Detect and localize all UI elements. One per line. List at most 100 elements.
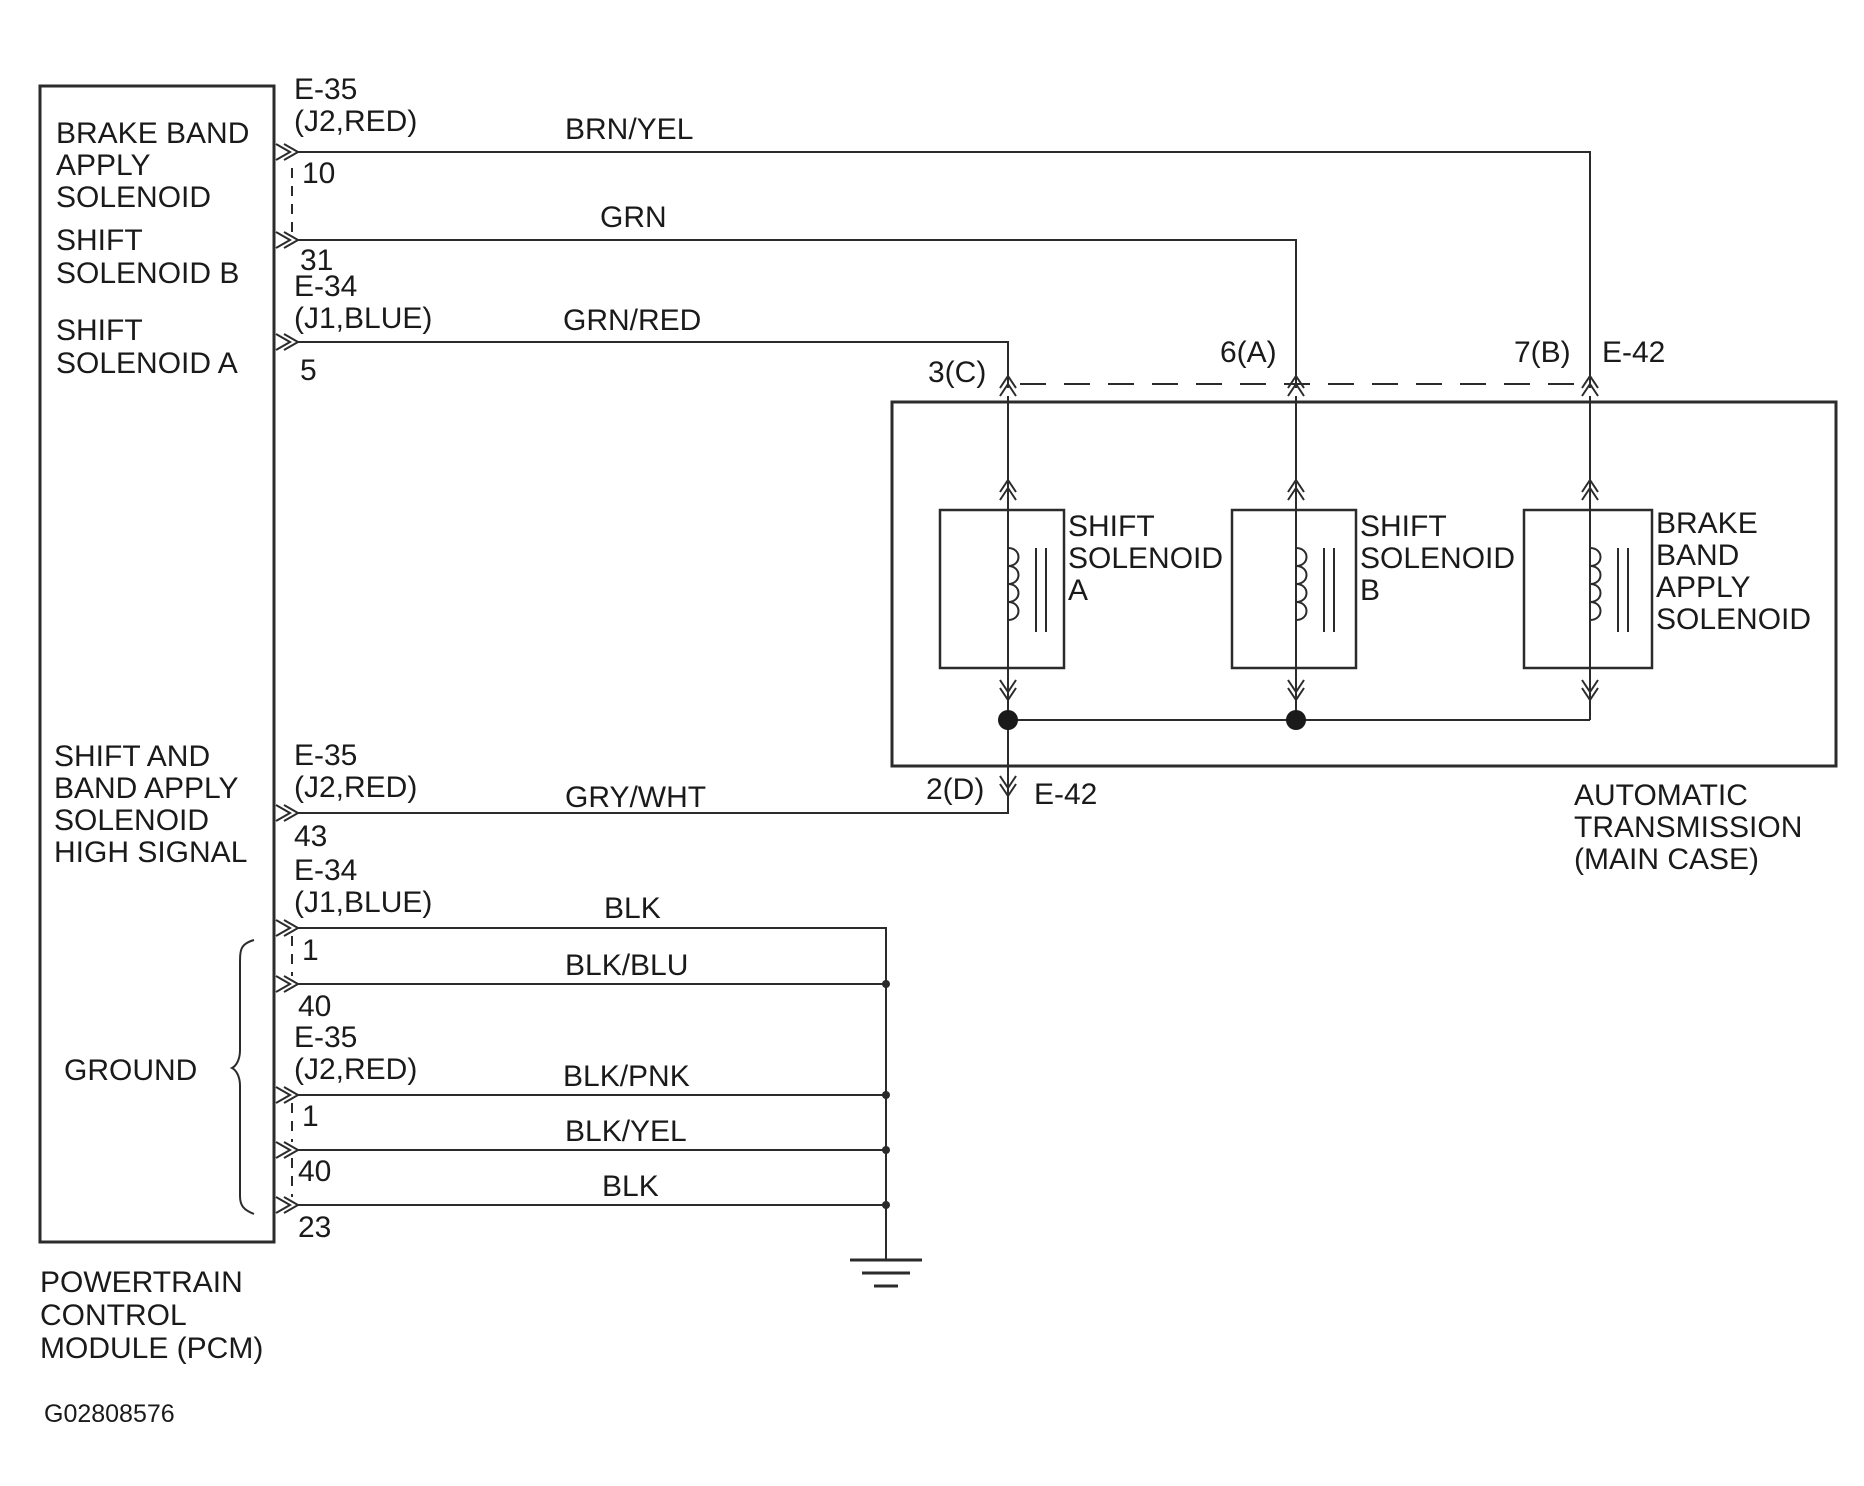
wire-brn-yel xyxy=(298,151,1591,388)
sol-brake-line4: SOLENOID xyxy=(1656,603,1811,636)
core-icon xyxy=(1323,548,1335,632)
sol-a-line1: SHIFT xyxy=(1068,510,1155,543)
chevron-pin-1a xyxy=(275,919,301,937)
pin-23: 23 xyxy=(298,1211,331,1244)
pcm-label-high-signal-line3: SOLENOID xyxy=(54,804,209,837)
core-icon xyxy=(1617,548,1629,632)
pin-43: 43 xyxy=(294,820,327,853)
connector-e34-gnd-desc: (J1,BLUE) xyxy=(294,886,432,919)
connector-e35-top-desc: (J2,RED) xyxy=(294,105,417,138)
pin-10: 10 xyxy=(302,157,335,190)
transmission-case-title: AUTOMATIC TRANSMISSION (MAIN CASE) xyxy=(1574,779,1802,876)
ground-icon xyxy=(850,1258,922,1288)
figure-id: G02808576 xyxy=(44,1400,175,1428)
sol-brake-line1: BRAKE xyxy=(1656,507,1758,540)
pcm-module-box xyxy=(38,84,276,1244)
trans-pin-b: 7(B) xyxy=(1514,336,1571,369)
connector-e35-gnd: E-35 (J2,RED) xyxy=(294,1021,417,1086)
sol-a-line3: A xyxy=(1068,574,1088,607)
wire-grn-red xyxy=(298,341,1009,388)
connector-e35-top-id: E-35 xyxy=(294,73,357,106)
connector-e34-mid: E-34 (J1,BLUE) xyxy=(294,270,432,335)
wire-label-gry-wht: GRY/WHT xyxy=(565,781,706,814)
wire-grn xyxy=(298,239,1297,388)
wire-label-blk-pnk: BLK/PNK xyxy=(563,1060,690,1093)
coil-icon xyxy=(1589,547,1602,621)
wire-label-blk-1: BLK xyxy=(604,892,661,925)
splice-a xyxy=(998,710,1018,730)
chevron-e42-d xyxy=(999,775,1017,798)
trans-e42-bottom: E-42 xyxy=(1034,778,1097,811)
chevron-pin-23 xyxy=(275,1196,301,1214)
pcm-label-high-signal-line1: SHIFT AND xyxy=(54,740,210,773)
case-title-line3: (MAIN CASE) xyxy=(1574,843,1759,876)
connector-e34-gnd-id: E-34 xyxy=(294,854,357,887)
connector-e35-top: E-35 (J2,RED) xyxy=(294,73,417,138)
pin-1b: 1 xyxy=(302,1100,319,1133)
chevron-pin-31 xyxy=(275,231,301,249)
pin-40a: 40 xyxy=(298,990,331,1023)
pcm-label-ground: GROUND xyxy=(64,1054,197,1087)
pcm-title-line1: POWERTRAIN xyxy=(40,1266,243,1299)
pcm-label-brake-band-line3: SOLENOID xyxy=(56,181,211,214)
case-title-line1: AUTOMATIC xyxy=(1574,779,1748,812)
pcm-label-shift-a: SHIFT SOLENOID A xyxy=(56,314,238,380)
sol-b-line3: B xyxy=(1360,574,1380,607)
pcm-label-brake-band-line2: APPLY xyxy=(56,149,151,182)
case-title-line2: TRANSMISSION xyxy=(1574,811,1802,844)
sol-b-line2: SOLENOID xyxy=(1360,542,1515,575)
sol-a-line2: SOLENOID xyxy=(1068,542,1223,575)
pin-5: 5 xyxy=(300,354,317,387)
pcm-label-high-signal-line2: BAND APPLY xyxy=(54,772,239,805)
splice-b xyxy=(1286,710,1306,730)
wire-label-grn: GRN xyxy=(600,201,667,234)
ground-splice-4 xyxy=(882,1201,890,1209)
chevron-pin-5 xyxy=(275,333,301,351)
pcm-title-line2: CONTROL xyxy=(40,1299,187,1332)
pin-31: 31 xyxy=(300,244,333,277)
wire-label-blk-yel: BLK/YEL xyxy=(565,1115,687,1148)
shift-solenoid-b: SHIFT SOLENOID B xyxy=(1230,508,1515,670)
connector-e35-high: E-35 (J2,RED) xyxy=(294,739,417,804)
wire-label-blk-2: BLK xyxy=(602,1170,659,1203)
sol-b-line1: SHIFT xyxy=(1360,510,1447,543)
connector-e34-gnd: E-34 (J1,BLUE) xyxy=(294,854,432,919)
sol-brake-line2: BAND xyxy=(1656,539,1739,572)
chevron-e42-a xyxy=(1287,374,1305,397)
connector-e34-mid-desc: (J1,BLUE) xyxy=(294,302,432,335)
chevron-pin-43 xyxy=(275,804,301,822)
brake-band-apply-solenoid: BRAKE BAND APPLY SOLENOID xyxy=(1522,507,1811,670)
transmission-case-box xyxy=(890,400,1838,768)
ground-splice-1 xyxy=(882,980,890,988)
shift-solenoid-a: SHIFT SOLENOID A xyxy=(938,508,1223,670)
connector-e34-mid-id: E-34 xyxy=(294,270,357,303)
pcm-label-brake-band-line1: BRAKE BAND xyxy=(56,117,249,150)
pcm-label-brake-band: BRAKE BAND APPLY SOLENOID xyxy=(56,117,249,214)
ground-splice-2 xyxy=(882,1091,890,1099)
pcm-label-shift-a-line1: SHIFT xyxy=(56,314,143,347)
pcm-label-shift-b-line1: SHIFT xyxy=(56,224,143,257)
connector-e35-high-desc: (J2,RED) xyxy=(294,771,417,804)
wire-label-blk-blu: BLK/BLU xyxy=(565,949,688,982)
trans-e42-top: E-42 xyxy=(1602,336,1665,369)
chevron-pin-1b xyxy=(275,1086,301,1104)
pcm-label-shift-b: SHIFT SOLENOID B xyxy=(56,224,239,290)
pcm-label-high-signal: SHIFT AND BAND APPLY SOLENOID HIGH SIGNA… xyxy=(54,740,247,869)
trans-pin-c: 3(C) xyxy=(928,356,986,389)
sol-brake-line3: APPLY xyxy=(1656,571,1751,604)
coil-icon xyxy=(1295,547,1308,621)
pin-40b: 40 xyxy=(298,1155,331,1188)
ground-splice-3 xyxy=(882,1146,890,1154)
trans-pin-a: 6(A) xyxy=(1220,336,1277,369)
ground-brace xyxy=(229,939,255,1215)
trans-pin-d: 2(D) xyxy=(926,773,984,806)
pcm-title: POWERTRAIN CONTROL MODULE (PCM) xyxy=(40,1266,263,1365)
wire-label-brn-yel: BRN/YEL xyxy=(565,113,693,146)
chevron-pin-40a xyxy=(275,975,301,993)
connector-e35-gnd-desc: (J2,RED) xyxy=(294,1053,417,1086)
pcm-label-shift-b-line2: SOLENOID B xyxy=(56,257,239,290)
pcm-label-shift-a-line2: SOLENOID A xyxy=(56,347,238,380)
chevron-e42-c xyxy=(999,374,1017,397)
chevron-e42-b xyxy=(1581,374,1599,397)
